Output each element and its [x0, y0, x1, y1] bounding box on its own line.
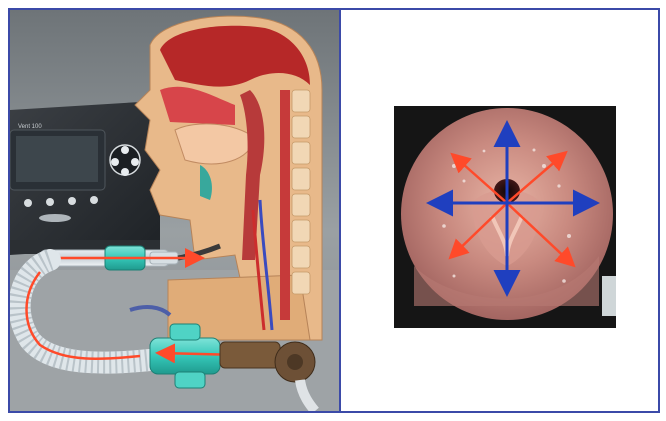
figure-border: [8, 8, 660, 413]
panel-divider: [339, 8, 341, 413]
